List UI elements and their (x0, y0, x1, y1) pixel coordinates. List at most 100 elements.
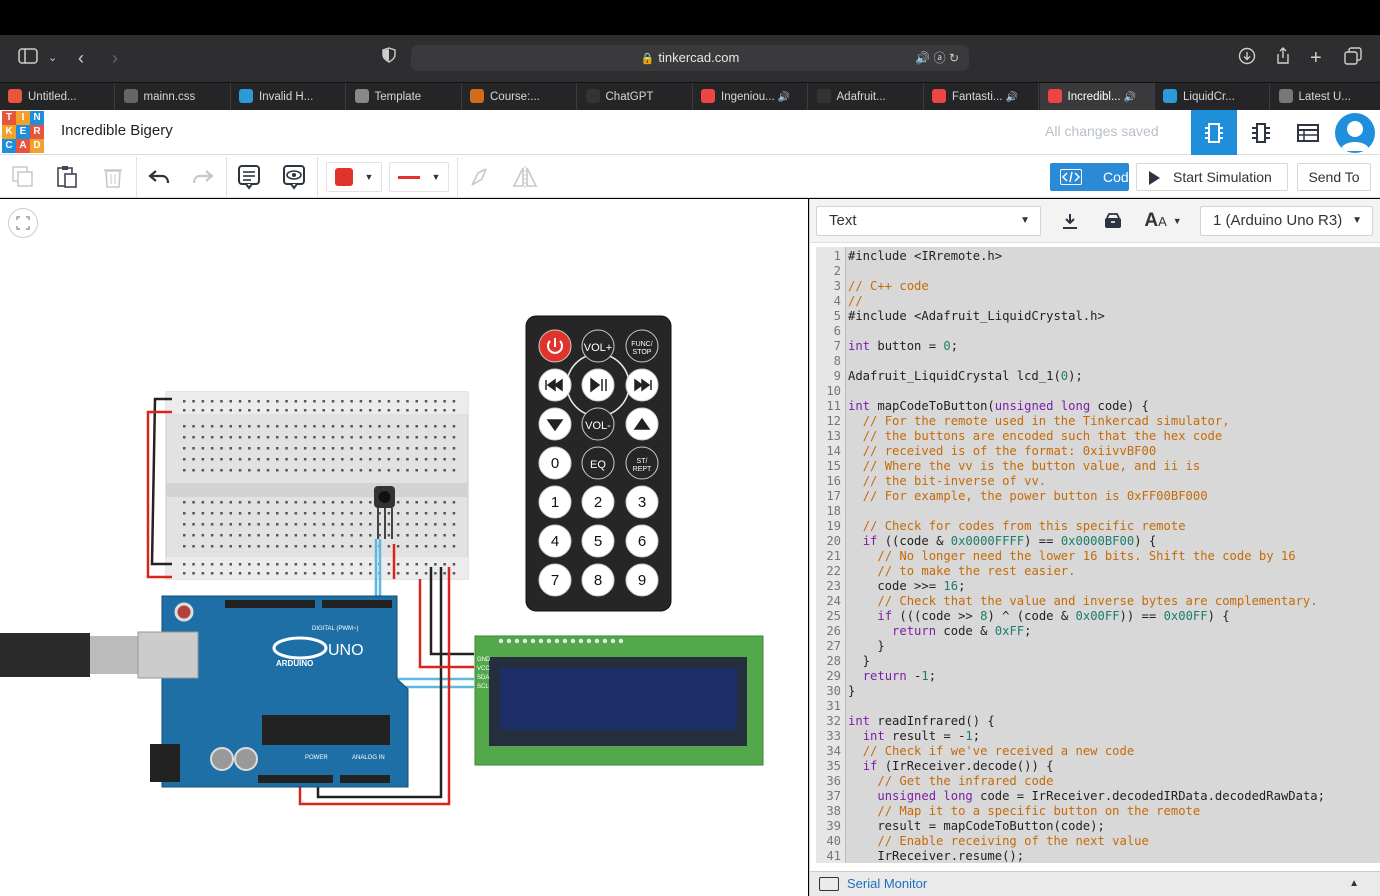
redo-icon[interactable] (190, 162, 216, 192)
start-simulation-button[interactable]: Start Simulation (1136, 163, 1288, 191)
code-line[interactable]: 10 (816, 384, 1380, 399)
user-avatar[interactable] (1335, 113, 1375, 153)
privacy-shield-icon[interactable] (382, 47, 396, 69)
browser-tab[interactable]: Course:... (462, 83, 577, 111)
browser-tab[interactable]: LiquidCr... (1155, 83, 1270, 111)
board-select[interactable]: 1 (Arduino Uno R3) ▼ (1200, 206, 1373, 236)
code-line[interactable]: 17 // For example, the power button is 0… (816, 489, 1380, 504)
serial-monitor-bar[interactable]: Serial Monitor ▲ (810, 871, 1380, 896)
code-line[interactable]: 21 // No longer need the lower 16 bits. … (816, 549, 1380, 564)
speaker-icon[interactable]: 🔊 (1005, 92, 1018, 103)
new-tab-icon[interactable]: + (1310, 47, 1322, 69)
code-line[interactable]: 40 // Enable receiving of the next value (816, 834, 1380, 849)
code-line[interactable]: 37 unsigned long code = IrReceiver.decod… (816, 789, 1380, 804)
code-line[interactable]: 18 (816, 504, 1380, 519)
circuit-view-icon[interactable] (1191, 110, 1237, 155)
undo-icon[interactable] (146, 162, 172, 192)
code-button[interactable]: Code (1050, 163, 1136, 191)
tab-label: mainn.css (143, 91, 196, 103)
code-line[interactable]: 24 // Check that the value and inverse b… (816, 594, 1380, 609)
code-line[interactable]: 26 return code & 0xFF; (816, 624, 1380, 639)
flip-icon[interactable] (510, 162, 540, 192)
browser-tab[interactable]: Latest U... (1271, 83, 1380, 111)
code-line[interactable]: 2 (816, 264, 1380, 279)
rotate-icon[interactable] (466, 162, 492, 192)
paste-icon[interactable] (54, 162, 80, 192)
component-list-icon[interactable] (1285, 110, 1331, 155)
speaker-icon[interactable]: 🔊 (1123, 92, 1137, 103)
code-line[interactable]: 30} (816, 684, 1380, 699)
browser-tab[interactable]: ChatGPT (578, 83, 693, 111)
code-line[interactable]: 38 // Map it to a specific button on the… (816, 804, 1380, 819)
code-line[interactable]: 28 } (816, 654, 1380, 669)
code-line[interactable]: 12 // For the remote used in the Tinkerc… (816, 414, 1380, 429)
code-line[interactable]: 13 // the buttons are encoded such that … (816, 429, 1380, 444)
code-line[interactable]: 5#include <Adafruit_LiquidCrystal.h> (816, 309, 1380, 324)
code-line[interactable]: 29 return -1; (816, 669, 1380, 684)
wire-type-picker[interactable]: ▼ (389, 162, 449, 192)
browser-tab[interactable]: Incredibl...🔊 (1039, 83, 1155, 111)
code-line[interactable]: 39 result = mapCodeToButton(code); (816, 819, 1380, 834)
notes-visibility-icon[interactable] (281, 162, 307, 192)
address-bar[interactable]: 🔒tinkercad.com 🔊 ⓐ ↻ (411, 45, 969, 71)
code-line[interactable]: 8 (816, 354, 1380, 369)
breadboard-hole (248, 447, 251, 450)
note-icon[interactable] (236, 162, 262, 192)
code-line[interactable]: 35 if (IrReceiver.decode()) { (816, 759, 1380, 774)
download-icon[interactable] (1238, 47, 1256, 72)
share-icon[interactable] (1275, 47, 1291, 72)
browser-tab[interactable]: Ingeniou...🔊 (693, 83, 808, 111)
code-line[interactable]: 41 IrReceiver.resume(); (816, 849, 1380, 863)
code-line[interactable]: 31 (816, 699, 1380, 714)
code-line[interactable]: 19 // Check for codes from this specific… (816, 519, 1380, 534)
browser-tab[interactable]: mainn.css (116, 83, 231, 111)
download-code-icon[interactable] (1050, 206, 1090, 236)
back-icon[interactable]: ‹ (78, 48, 84, 68)
code-line[interactable]: 20 if ((code & 0x0000FFFF) == 0x0000BF00… (816, 534, 1380, 549)
code-line[interactable]: 22 // to make the rest easier. (816, 564, 1380, 579)
code-line[interactable]: 16 // the bit-inverse of vv. (816, 474, 1380, 489)
audio-translate-reload-icons[interactable]: 🔊 ⓐ ↻ (915, 51, 959, 65)
libraries-icon[interactable] (1093, 206, 1133, 236)
browser-tab[interactable]: Untitled... (0, 83, 115, 111)
schematic-view-icon[interactable] (1238, 110, 1284, 155)
code-line[interactable]: 4// (816, 294, 1380, 309)
circuit-canvas[interactable]: ARDUINO UNO DIGITAL (PWM~) POWER ANALOG … (0, 199, 808, 896)
tab-overview-icon[interactable] (1344, 47, 1362, 70)
code-line[interactable]: 15 // Where the vv is the button value, … (816, 459, 1380, 474)
code-line[interactable]: 3// C++ code (816, 279, 1380, 294)
code-line[interactable]: 6 (816, 324, 1380, 339)
fit-view-icon[interactable] (8, 208, 38, 238)
code-line[interactable]: 25 if (((code >> 8) ^ (code & 0x00FF)) =… (816, 609, 1380, 624)
code-line[interactable]: 27 } (816, 639, 1380, 654)
copy-icon[interactable] (10, 162, 36, 192)
sidebar-icon[interactable] (18, 47, 38, 69)
wire-color-picker[interactable]: ▼ (326, 162, 382, 192)
code-line[interactable]: 14 // received is of the format: 0xiivvB… (816, 444, 1380, 459)
code-line[interactable]: 34 // Check if we've received a new code (816, 744, 1380, 759)
code-line[interactable]: 23 code >>= 16; (816, 579, 1380, 594)
code-line[interactable]: 36 // Get the infrared code (816, 774, 1380, 789)
chevron-up-icon[interactable]: ▲ (1349, 878, 1359, 889)
browser-tab[interactable]: Invalid H... (231, 83, 346, 111)
code-line[interactable]: 33 int result = -1; (816, 729, 1380, 744)
send-to-button[interactable]: Send To (1297, 163, 1371, 191)
browser-tab[interactable]: Fantasti...🔊 (924, 83, 1039, 111)
code-mode-select[interactable]: Text ▼ (816, 206, 1041, 236)
breadboard-hole (424, 572, 428, 575)
delete-icon[interactable] (100, 162, 126, 192)
browser-tab[interactable]: Template (347, 83, 462, 111)
speaker-icon[interactable]: 🔊 (777, 92, 791, 103)
chevron-down-icon[interactable]: ⌄ (48, 52, 58, 64)
project-title[interactable]: Incredible Bigery (61, 122, 173, 139)
forward-icon[interactable]: › (112, 48, 118, 68)
code-line[interactable]: 1#include <IRremote.h> (816, 249, 1380, 264)
browser-tab[interactable]: Adafruit... (809, 83, 924, 111)
